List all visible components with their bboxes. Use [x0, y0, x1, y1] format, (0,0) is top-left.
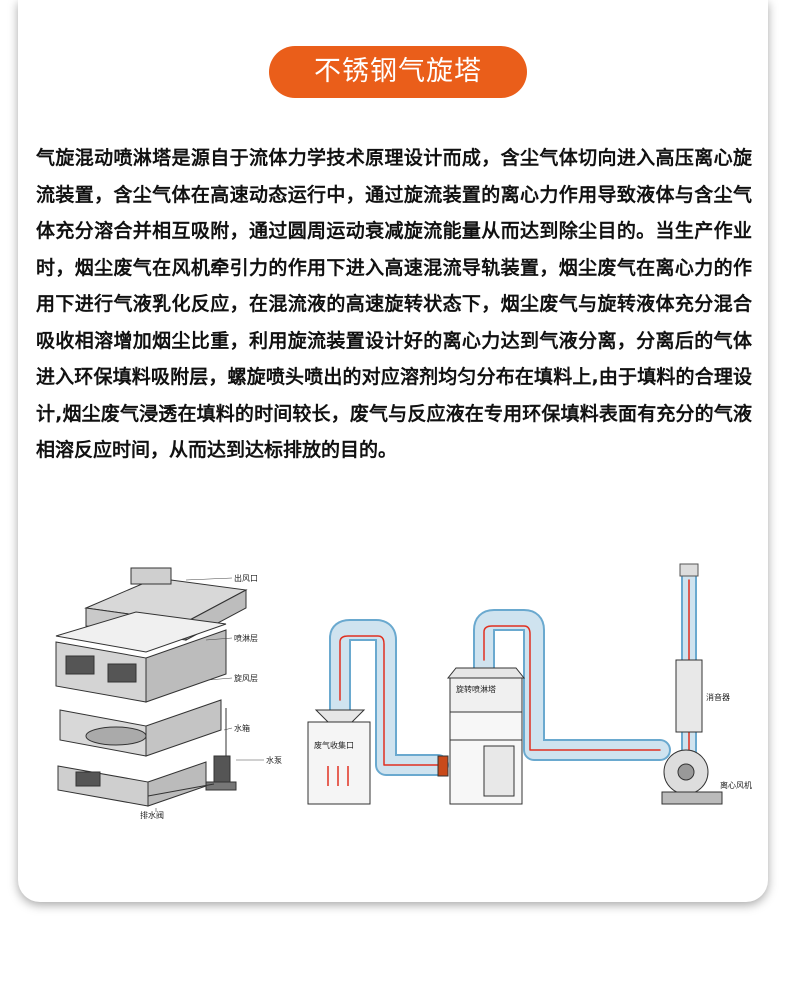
label-cyclone-layer: 旋风层 — [234, 673, 258, 683]
tower-structure-diagram: 出风口 喷淋层 旋风层 水箱 水泵 排水阀 — [55, 567, 282, 820]
label-water-tank: 水箱 — [234, 723, 250, 733]
label-collector: 废气收集口 — [314, 740, 354, 750]
label-drain-valve: 排水阀 — [140, 810, 164, 820]
system-flow-diagram: 废气收集口 旋转喷淋塔 消音器 离心风机 — [307, 563, 752, 805]
page-title: 不锈钢气旋塔 — [269, 46, 527, 98]
content-card: 不锈钢气旋塔 气旋混动喷淋塔是源自于流体力学技术原理设计而成，含尘气体切向进入高… — [18, 0, 768, 902]
description-paragraph: 气旋混动喷淋塔是源自于流体力学技术原理设计而成，含尘气体切向进入高压离心旋流装置… — [36, 147, 752, 461]
label-water-pump: 水泵 — [266, 755, 282, 765]
label-outlet: 出风口 — [234, 573, 258, 583]
label-fan: 离心风机 — [720, 780, 752, 790]
label-tower: 旋转喷淋塔 — [456, 684, 496, 694]
label-silencer: 消音器 — [706, 692, 730, 702]
label-spray-layer: 喷淋层 — [234, 633, 258, 643]
